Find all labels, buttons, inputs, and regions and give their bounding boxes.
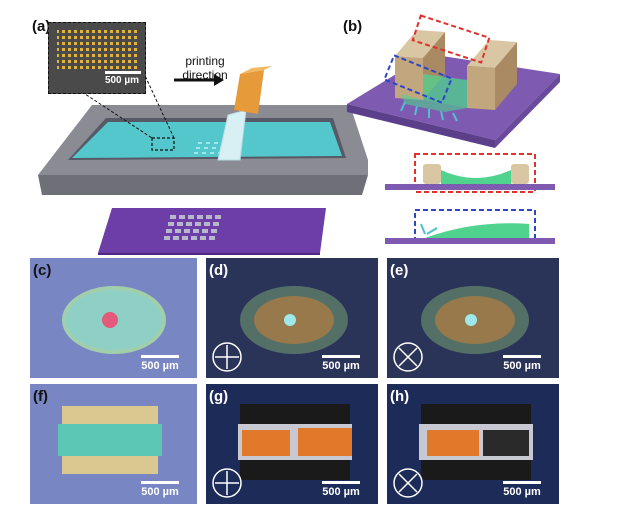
- scale-bar-f-label: 500 µm: [141, 486, 179, 498]
- panel-label-f: (f): [33, 388, 48, 405]
- panel-label-g: (g): [209, 388, 229, 405]
- panel-label-b: (b): [343, 18, 363, 35]
- panel-a-illustration: [28, 10, 368, 255]
- crossed-arrows-icon: [212, 468, 242, 498]
- scale-bar-d-label: 500 µm: [322, 360, 360, 372]
- scale-bar-g-label: 500 µm: [322, 486, 360, 498]
- panel-f-micrograph: 500 µm: [30, 384, 197, 504]
- inset-scale-bar: [105, 71, 141, 74]
- panel-label-h: (h): [390, 388, 410, 405]
- panel-label-c: (c): [33, 262, 52, 279]
- crossed-arrows-icon: [212, 342, 242, 372]
- panel-g-micrograph: 500 µm: [206, 384, 378, 504]
- scale-bar-g: 500 µm: [314, 481, 368, 498]
- panel-b-illustration: [345, 14, 570, 249]
- panel-label-a: (a): [32, 18, 51, 35]
- scale-bar-f: 500 µm: [133, 481, 187, 498]
- scale-bar-c-label: 500 µm: [141, 360, 179, 372]
- scale-bar-h: 500 µm: [495, 481, 549, 498]
- printing-direction-label: printing direction: [170, 54, 240, 82]
- panel-d-micrograph: 500 µm: [206, 258, 378, 378]
- printing-direction-line2: direction: [182, 68, 228, 82]
- diagonal-crossed-arrows-icon: [393, 342, 423, 372]
- printing-direction-line1: printing: [185, 54, 225, 68]
- panel-label-e: (e): [390, 262, 409, 279]
- scale-bar-e-label: 500 µm: [503, 360, 541, 372]
- panel-label-d: (d): [209, 262, 229, 279]
- scale-bar-d: 500 µm: [314, 355, 368, 372]
- panel-a-inset-micrograph: 500 µm: [48, 22, 146, 94]
- diagonal-crossed-arrows-icon: [393, 468, 423, 498]
- panel-h-micrograph: 500 µm: [387, 384, 559, 504]
- panel-e-micrograph: 500 µm: [387, 258, 559, 378]
- scale-bar-c: 500 µm: [133, 355, 187, 372]
- inset-scale-label: 500 µm: [104, 75, 140, 86]
- scale-bar-h-label: 500 µm: [503, 486, 541, 498]
- panel-c-micrograph: 500 µm: [30, 258, 197, 378]
- scale-bar-e: 500 µm: [495, 355, 549, 372]
